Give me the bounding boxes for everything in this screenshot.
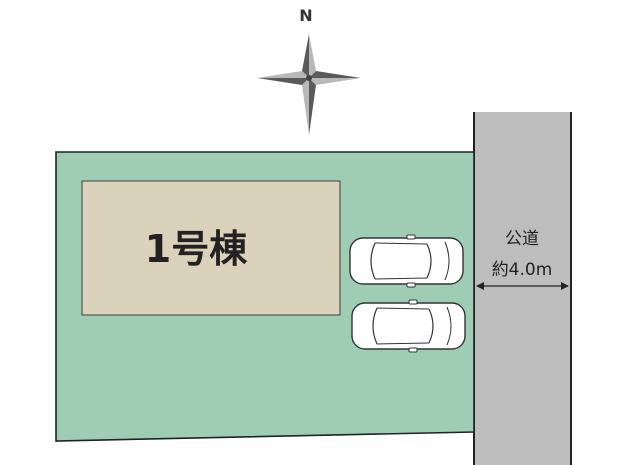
road-width-label: 約4.0m: [492, 260, 553, 280]
building-label: 1号棟: [145, 227, 248, 271]
road-width-dimension: [476, 282, 569, 290]
car-icon: [349, 234, 464, 288]
building: 1号棟: [81, 180, 341, 316]
road-label: 公道: [505, 229, 539, 249]
road: 公道 約4.0m: [473, 112, 572, 465]
north-label: N: [299, 6, 312, 25]
building-footprint: [81, 180, 341, 316]
road-area: [474, 112, 571, 465]
compass-rose-icon: [257, 34, 361, 135]
car-icon: [351, 299, 466, 353]
compass: N: [257, 6, 361, 135]
